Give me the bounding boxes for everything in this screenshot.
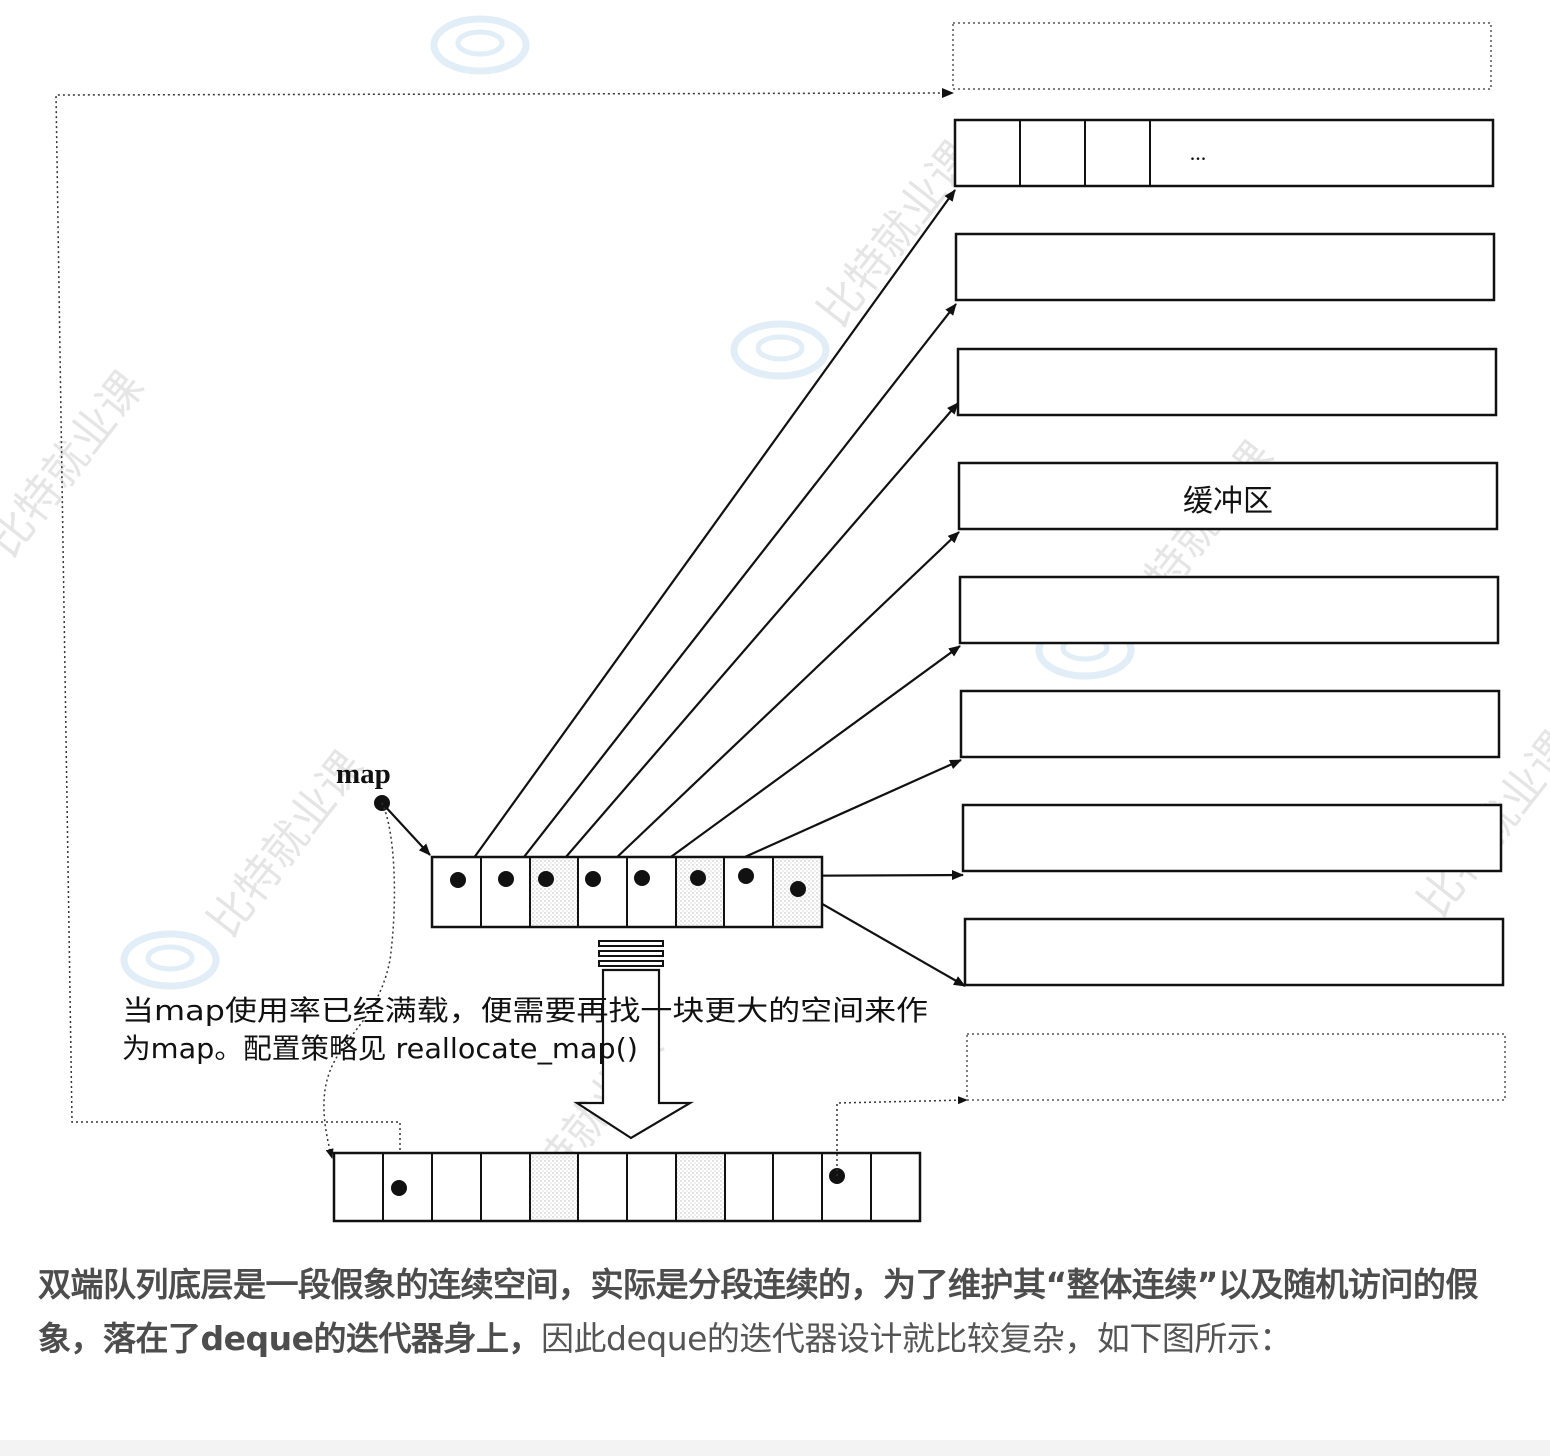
new-map-array <box>332 1151 922 1223</box>
buffer-cells <box>1019 120 1151 186</box>
watermark-logo <box>730 320 830 380</box>
bottom-bar <box>0 1440 1550 1456</box>
deque-map-diagram: 比特就业课 比特就业课 比特就业课 比特就业课 比特就业课 比特就业课 ... … <box>0 15 1550 1227</box>
watermark-logo <box>120 930 220 990</box>
new-map-node-stippled <box>676 1155 724 1219</box>
map-label: map <box>336 758 391 790</box>
map-node-dot <box>790 881 806 897</box>
buffer <box>958 575 1500 645</box>
pointer-arrow <box>505 303 957 881</box>
buffer <box>953 118 1495 188</box>
map-pointer-arrow <box>381 802 431 856</box>
map-node-dot <box>738 868 754 884</box>
map-node-dot <box>538 871 554 887</box>
map-node-stippled <box>530 859 578 925</box>
map-node-stippled <box>676 859 724 925</box>
map-node-dot <box>634 870 650 886</box>
map-relocation-curve <box>323 802 396 1159</box>
buffer <box>957 461 1499 531</box>
map-node-dot <box>690 870 706 886</box>
map-to-top-buffer-dotted-line <box>55 88 954 1185</box>
caption-normal-text: 因此deque的迭代器设计就比较复杂，如下图所示： <box>541 1319 1292 1358</box>
pointer-arrow <box>797 889 966 987</box>
pointer-arrow <box>545 402 959 881</box>
map-array <box>430 855 824 929</box>
map-node-dot <box>585 871 601 887</box>
buffer <box>959 689 1501 759</box>
pointer-arrow <box>592 531 960 881</box>
note-line-2: 为map。配置策略见 reallocate_map() <box>122 1032 638 1065</box>
buffer-ellipsis: ... <box>1190 140 1207 165</box>
watermark-logo <box>430 15 530 75</box>
watermark-text: 比特就业课 <box>0 362 154 567</box>
new-map-node-dot <box>391 1180 407 1196</box>
buffer-dotted-top <box>952 22 1492 90</box>
new-map-node-stippled <box>531 1155 578 1219</box>
buffer-label: 缓冲区 <box>1183 484 1273 519</box>
buffer <box>963 917 1505 987</box>
caption-bold-text: 双端队列底层是一段假象的连续空间，实际是分段连续的，为了维护其“整体连续”以及随… <box>38 1265 1478 1358</box>
buffer <box>956 347 1498 417</box>
buffer-dotted-bottom <box>966 1033 1506 1101</box>
caption-paragraph: 双端队列底层是一段假象的连续空间，实际是分段连续的，为了维护其“整体连续”以及随… <box>38 1258 1518 1366</box>
reallocate-down-arrow <box>573 940 695 1140</box>
pointer-arrow <box>457 189 956 881</box>
note-line-1: 当map使用率已经满载，便需要再找一块更大的空间来作 <box>122 994 928 1027</box>
buffer <box>954 232 1496 302</box>
buffer-list <box>953 118 1505 987</box>
pointer-arrow <box>641 645 961 879</box>
map-node-dot <box>450 872 466 888</box>
buffer <box>961 803 1503 873</box>
map-node-dot <box>498 871 514 887</box>
